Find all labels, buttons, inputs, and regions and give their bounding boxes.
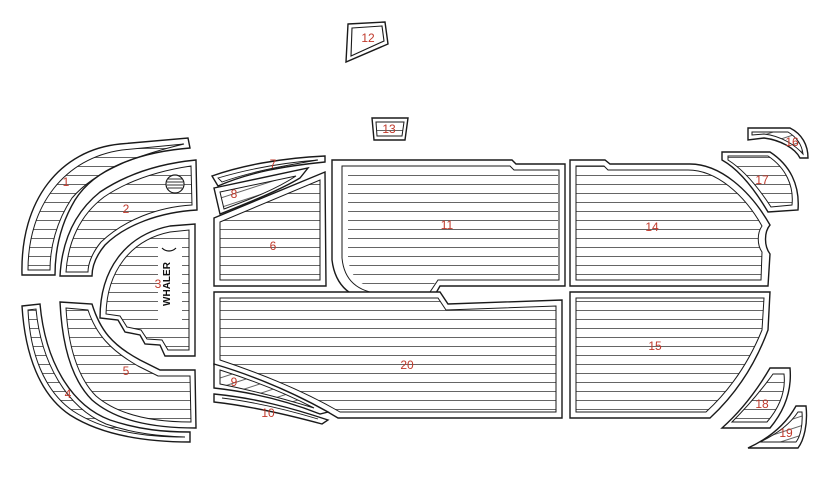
label-panel-12: 12 <box>361 31 375 45</box>
brand-logo: WHALER <box>158 244 182 324</box>
label-panel-7: 7 <box>270 157 277 171</box>
label-panel-18: 18 <box>755 397 769 411</box>
panel-19 <box>747 405 808 449</box>
label-panel-9: 9 <box>231 375 238 389</box>
label-panel-16: 16 <box>785 135 799 149</box>
panel-11 <box>331 159 566 303</box>
panel-10 <box>213 393 330 425</box>
panel-14 <box>569 159 771 287</box>
label-panel-11: 11 <box>441 218 454 232</box>
label-panel-3: 3 <box>155 277 162 291</box>
panel-20 <box>213 291 563 419</box>
panel-labels: 1 2 3 4 5 6 7 8 9 10 11 12 13 14 15 16 1… <box>63 31 799 440</box>
label-panel-13: 13 <box>382 122 396 136</box>
label-panel-1: 1 <box>63 175 70 189</box>
panel-13 <box>371 117 409 141</box>
panel-9 <box>213 363 330 415</box>
panel-2 <box>59 159 198 277</box>
label-panel-14: 14 <box>645 220 659 234</box>
label-panel-6: 6 <box>270 239 277 253</box>
label-panel-5: 5 <box>123 364 130 378</box>
panel-15 <box>569 291 771 419</box>
panel-18 <box>720 367 792 429</box>
panel-5 <box>59 301 197 429</box>
label-panel-20: 20 <box>400 358 414 372</box>
label-panel-8: 8 <box>231 187 238 201</box>
label-panel-4: 4 <box>65 387 72 401</box>
panel-3: WHALER <box>99 223 196 357</box>
panel-1 <box>21 137 191 276</box>
panel-12 <box>345 21 389 64</box>
panel-17 <box>721 151 799 213</box>
label-panel-19: 19 <box>779 426 793 440</box>
panel-6 <box>213 170 327 287</box>
label-panel-15: 15 <box>648 339 662 353</box>
panel-7 <box>210 155 326 187</box>
drain-icon <box>165 174 185 194</box>
drain-grate-lines <box>167 178 183 189</box>
label-panel-2: 2 <box>123 202 130 216</box>
label-panel-17: 17 <box>755 173 769 187</box>
svg-text:WHALER: WHALER <box>162 261 173 306</box>
panel-16 <box>747 127 809 159</box>
panel-8 <box>213 166 310 215</box>
label-panel-10: 10 <box>261 406 275 420</box>
panel-4 <box>21 303 191 443</box>
